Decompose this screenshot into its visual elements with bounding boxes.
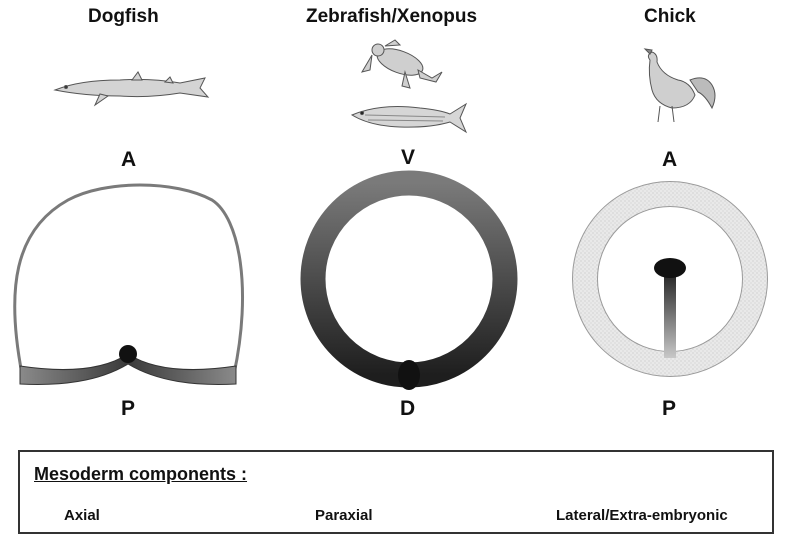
zebrafish-bottom-label: D [400, 397, 415, 421]
frog-icon [362, 40, 442, 88]
zebrafish-embryo-diagram [313, 183, 505, 390]
chick-embryo-diagram [573, 182, 768, 377]
legend-title: Mesoderm components : [34, 464, 247, 485]
chick-axial-mark [654, 258, 686, 278]
legend-lateral-label: Lateral/Extra-embryonic [556, 507, 728, 524]
dogfish-embryo-diagram [15, 185, 243, 384]
dogfish-bottom-label: P [121, 397, 135, 421]
legend-paraxial-label: Paraxial [315, 507, 373, 524]
zebrafish-top-label: V [401, 146, 415, 170]
zebrafish-icon [352, 104, 466, 132]
legend-axial-label: Axial [64, 507, 100, 524]
dogfish-icon [55, 72, 208, 105]
chick-primitive-streak [664, 272, 676, 358]
chick-top-label: A [662, 148, 677, 172]
chick-bottom-label: P [662, 397, 676, 421]
zebrafish-mesoderm-ring [313, 183, 505, 375]
dogfish-axial-mark [119, 345, 137, 363]
zebrafish-axial-mark [398, 360, 420, 390]
dogfish-top-label: A [121, 148, 136, 172]
rooster-icon [645, 49, 715, 122]
legend-box: Mesoderm components : Axial Paraxial Lat… [18, 450, 774, 534]
